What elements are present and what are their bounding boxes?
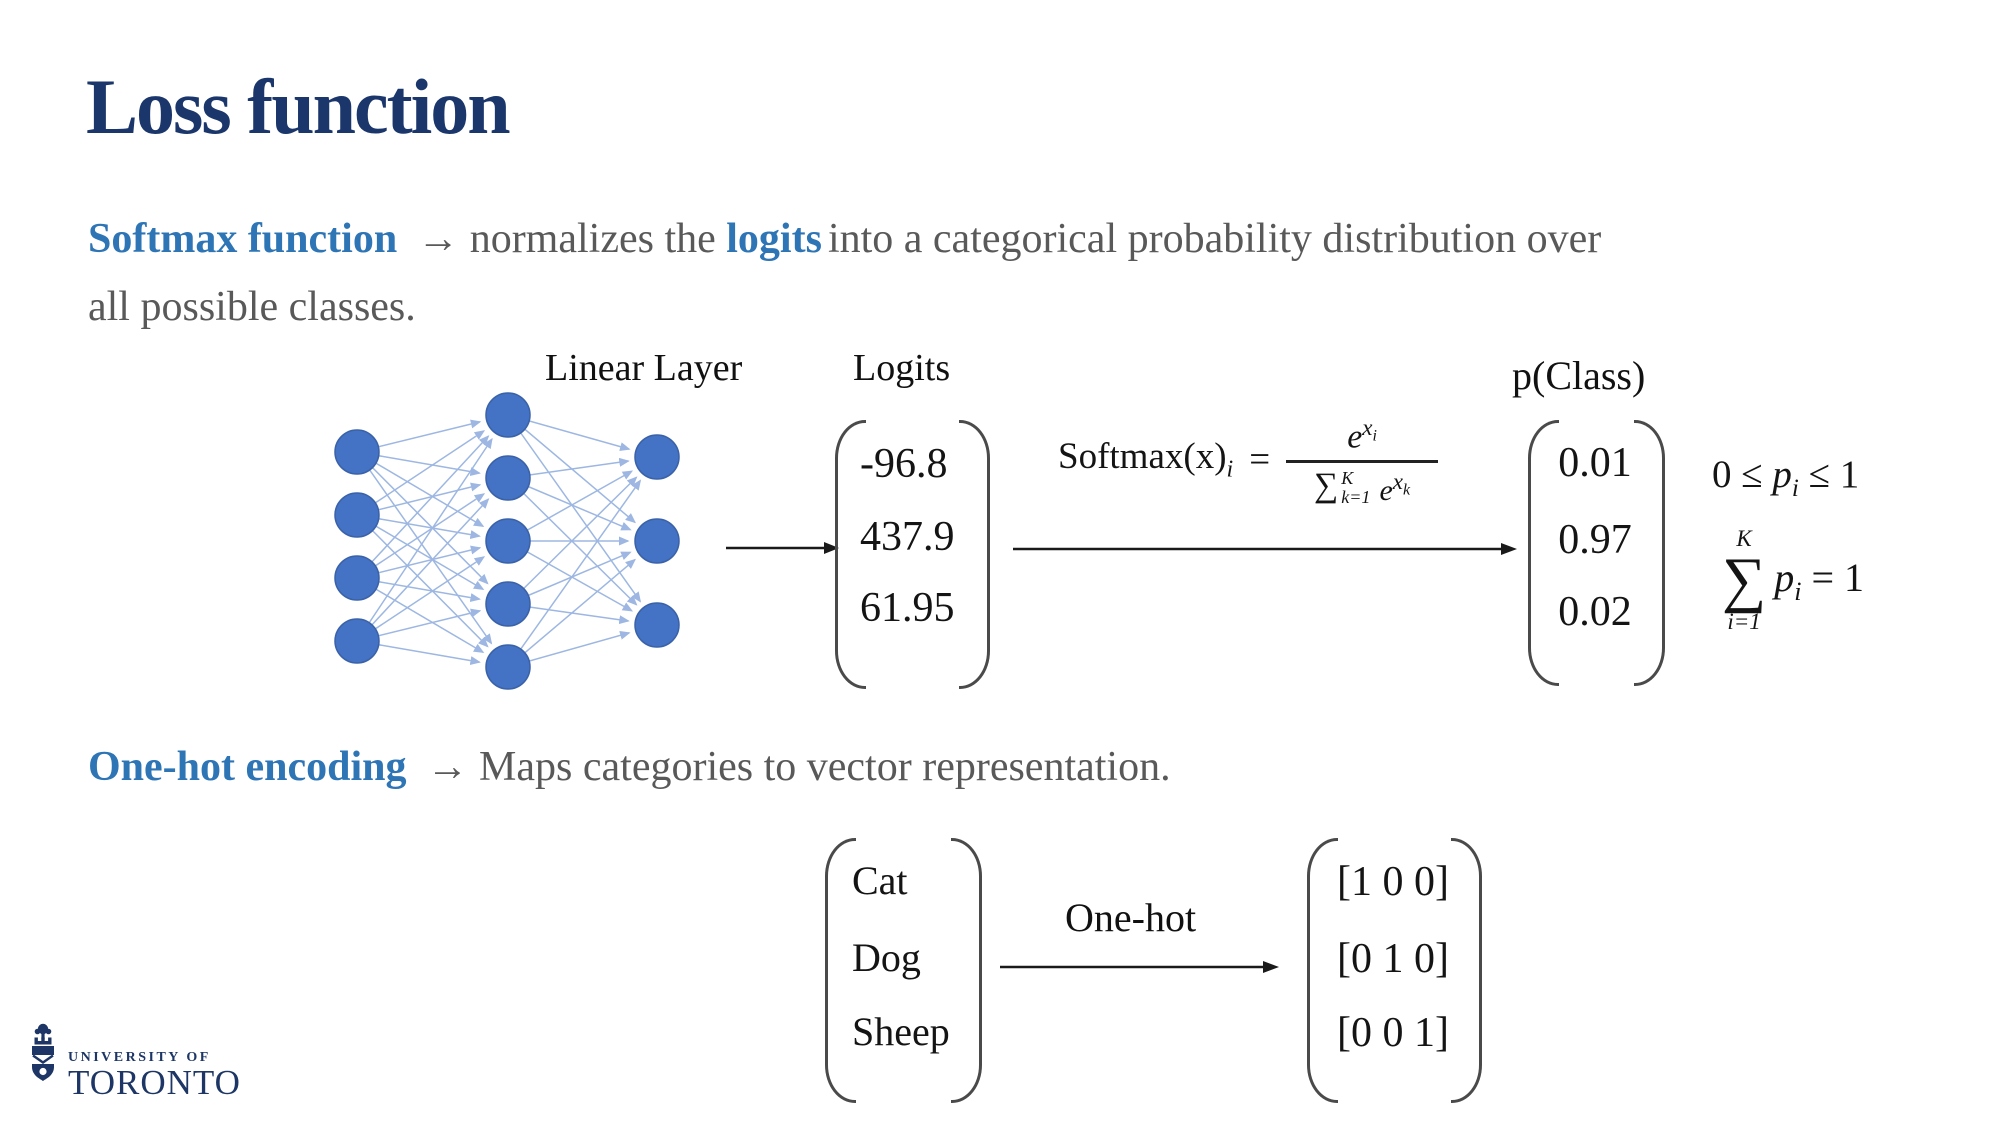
onehot-vector: [0 0 1] — [1337, 1010, 1449, 1056]
network-node — [485, 581, 531, 627]
pclass-value: 0.97 — [1558, 517, 1632, 563]
network-node — [485, 644, 531, 690]
network-node — [485, 392, 531, 438]
onehot-vector: [0 1 0] — [1337, 936, 1449, 982]
softmax-term: Softmax function — [88, 216, 398, 262]
logit-value: -96.8 — [860, 441, 948, 487]
softmax-def-text3: all possible classes. — [88, 284, 416, 330]
probability-range-constraint: 0 ≤ pi ≤ 1 — [1712, 453, 1860, 502]
probability-sum-constraint: K ∑ i=1 pi = 1 — [1722, 526, 1864, 634]
formula-equals: = — [1249, 438, 1271, 480]
onehot-vector: [1 0 0] — [1337, 859, 1449, 905]
arrow-onehot — [1000, 961, 1279, 973]
category-item: Dog — [852, 935, 921, 980]
network-node — [334, 429, 380, 475]
pclass-value: 0.01 — [1558, 440, 1632, 486]
logit-value: 61.95 — [860, 585, 955, 631]
category-item: Sheep — [852, 1009, 950, 1054]
onehot-arrow-label: One-hot — [1065, 895, 1197, 940]
uoft-logo: UNIVERSITY OF TORONTO — [28, 1022, 241, 1102]
softmax-def-text2: into a categorical probability distribut… — [827, 216, 1602, 262]
network-node — [485, 455, 531, 501]
fraction-bar — [1286, 459, 1439, 463]
uoft-logo-line2: TORONTO — [68, 1063, 241, 1102]
logits-bracket-right — [959, 420, 990, 689]
pclass-value: 0.02 — [1558, 589, 1632, 635]
network-node — [634, 518, 680, 564]
network-node — [634, 602, 680, 648]
network-node — [334, 618, 380, 664]
onehot-def-text: → Maps categories to vector representati… — [426, 744, 1171, 790]
categories-bracket-right — [951, 838, 982, 1103]
network-node — [334, 555, 380, 601]
uoft-logo-line1: UNIVERSITY OF — [68, 1050, 211, 1065]
network-node — [485, 518, 531, 564]
softmax-def-text: → normalizes the — [417, 216, 716, 262]
network-node — [634, 434, 680, 480]
linear-layer-label: Linear Layer — [545, 347, 743, 389]
category-item: Cat — [852, 858, 908, 903]
neural-network-diagram — [334, 392, 680, 690]
logits-label: Logits — [853, 347, 951, 389]
uoft-crest-icon — [32, 1023, 54, 1081]
logits-term: logits — [726, 216, 822, 262]
arrow-softmax — [1013, 543, 1517, 555]
logit-value: 437.9 — [860, 514, 955, 560]
onehot-definition: One-hot encoding → Maps categories to vec… — [88, 737, 1933, 797]
formula-lhs: Softmax(x)i — [1058, 435, 1234, 483]
page-title: Loss function — [86, 63, 511, 150]
network-node — [334, 492, 380, 538]
pclass-label: p(Class) — [1512, 353, 1646, 398]
arrow-network-to-logits — [726, 542, 839, 554]
onehot-term: One-hot encoding — [88, 744, 407, 790]
